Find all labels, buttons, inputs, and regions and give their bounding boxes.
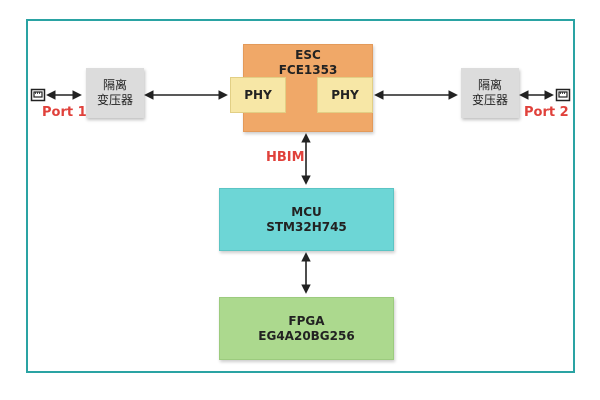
mcu-block: MCU STM32H745 <box>219 188 394 251</box>
diagram-frame <box>26 19 575 373</box>
isolation-transformer-left: 隔离 变压器 <box>86 68 144 118</box>
transformer-left-line2: 变压器 <box>96 93 133 107</box>
ethernet-port-icon <box>555 88 571 102</box>
mcu-part-number: STM32H745 <box>266 219 347 234</box>
transformer-right-line1: 隔离 <box>477 78 502 92</box>
hbim-label: HBIM <box>266 150 305 165</box>
fpga-part-number: EG4A20BG256 <box>258 328 355 343</box>
port1-label: Port 1 <box>42 105 87 120</box>
phy-left-block: PHY <box>230 77 286 113</box>
fpga-block: FPGA EG4A20BG256 <box>219 297 394 360</box>
esc-title: ESC <box>295 48 321 62</box>
mcu-title: MCU <box>291 204 322 219</box>
esc-part-number: FCE1353 <box>278 63 338 77</box>
transformer-right-line2: 变压器 <box>471 93 508 107</box>
fpga-title: FPGA <box>288 313 325 328</box>
ethernet-port-icon <box>30 88 46 102</box>
isolation-transformer-right: 隔离 变压器 <box>461 68 519 118</box>
transformer-left-line1: 隔离 <box>102 78 127 92</box>
port2-label: Port 2 <box>524 105 569 120</box>
phy-right-block: PHY <box>317 77 373 113</box>
